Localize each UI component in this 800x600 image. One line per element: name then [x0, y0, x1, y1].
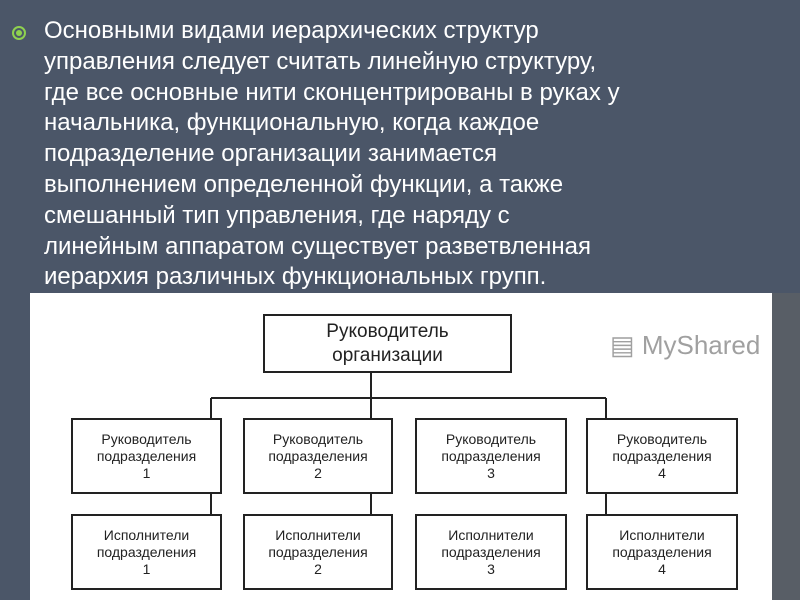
box-label: Исполнители	[103, 526, 190, 543]
slide-edge	[772, 293, 800, 600]
text-line: начальника, функциональную, когда каждое	[44, 109, 540, 137]
text-line: смешанный тип управления, где наряду с	[44, 201, 510, 229]
slide-text: Основными видами иерархических структур у…	[44, 16, 794, 293]
box-label: подразделения	[612, 447, 712, 464]
box-label: Руководитель	[326, 320, 449, 342]
box-label: подразделения	[96, 543, 197, 560]
box-label: Исполнители	[619, 526, 705, 543]
box-label: Исполнители	[275, 526, 361, 543]
circle-bullet-icon	[12, 26, 26, 40]
watermark-text: MyShared	[641, 330, 761, 360]
box-label: Руководитель	[616, 430, 708, 447]
box-label: подразделения	[612, 543, 712, 560]
box-label: подразделения	[268, 447, 368, 464]
box-number: 3	[487, 560, 495, 577]
text-line: управления следует считать линейную стру…	[44, 47, 597, 75]
box-number: 3	[487, 464, 495, 481]
box-number: 1	[142, 560, 151, 577]
box-label: подразделения	[441, 447, 541, 464]
box-number: 2	[314, 464, 322, 481]
box-label: Руководитель	[272, 430, 364, 447]
box-label: подразделения	[96, 447, 197, 464]
root-box: Руководитель организации	[263, 314, 512, 373]
box-number: 1	[142, 464, 151, 481]
text-line: линейным аппаратом существует разветвлен…	[44, 232, 592, 260]
watermark: ▤ MyShared	[610, 330, 760, 360]
box-label: Исполнители	[448, 526, 534, 543]
box-number: 4	[658, 560, 666, 577]
box-label: подразделения	[441, 543, 541, 560]
text-line: Основными видами иерархических структур	[44, 17, 539, 44]
text-line: выполнением определенной функции, а такж…	[44, 170, 564, 198]
text-line: где все основные нити сконцентрированы в…	[44, 78, 620, 106]
text-line: иерархия различных функциональных групп.	[44, 263, 547, 291]
text-line: подразделение организации занимается	[44, 140, 497, 168]
box-label: организации	[332, 344, 443, 366]
box-number: 2	[314, 560, 322, 577]
box-number: 4	[658, 464, 666, 481]
presentation-icon: ▤	[610, 330, 635, 360]
box-label: подразделения	[268, 543, 368, 560]
box-label: Руководитель	[445, 430, 537, 447]
box-label: Руководитель	[101, 430, 192, 447]
